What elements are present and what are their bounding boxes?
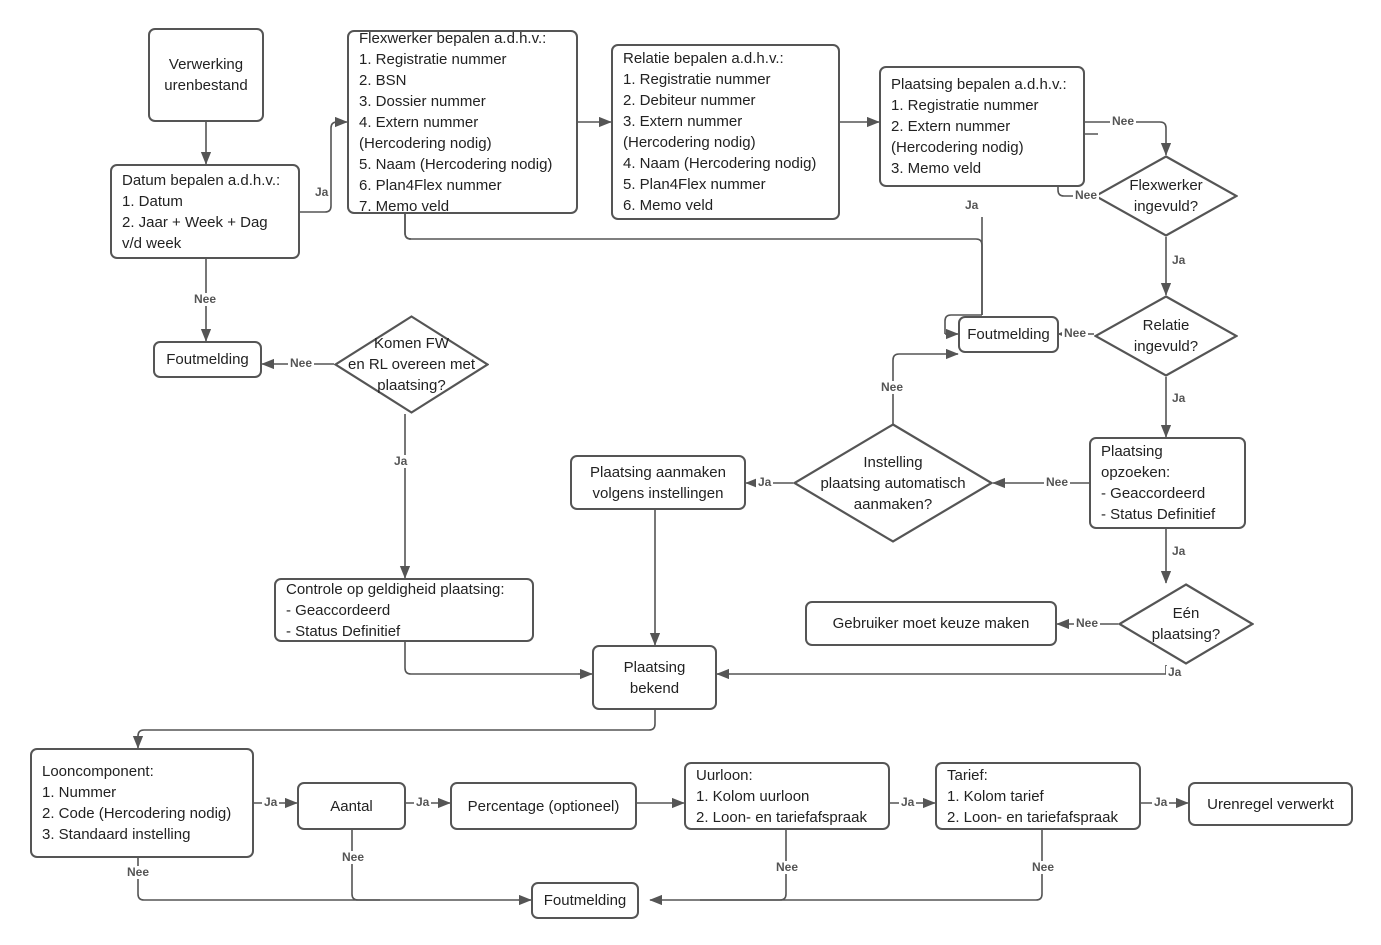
node-label: Aantal — [330, 797, 373, 815]
node-label: Foutmelding — [166, 351, 249, 368]
edge-label-relatie-ja: Ja — [1170, 391, 1188, 405]
edge-label-aantal-nee: Nee — [340, 850, 367, 864]
edge-aantal-nee — [351, 830, 380, 901]
edge-label-flexwerker-ja: Ja — [1170, 253, 1188, 267]
edge-label-aantal-ja: Ja — [414, 795, 432, 809]
edge-label-datum-nee: Nee — [192, 292, 219, 306]
edge-label-loon-ja: Ja — [262, 795, 280, 809]
node-label: Looncomponent: 1. Nummer 2. Code (Hercod… — [42, 763, 232, 843]
decision-label: Komen FW en RL overeen met plaatsing? — [347, 335, 476, 394]
edge-label-tarief-nee: Nee — [1030, 860, 1057, 874]
node-foutmelding-links[interactable]: Foutmelding — [153, 341, 262, 378]
node-controle-geldigheid[interactable]: Controle op geldigheid plaatsing: - Geac… — [274, 578, 534, 642]
edge-join-helper — [944, 314, 982, 334]
edge-label-flexwerker-nee: Nee — [1073, 188, 1100, 202]
edge-label-komen-nee: Nee — [288, 356, 315, 370]
edge-label-uurloon-ja: Ja — [899, 795, 917, 809]
node-label: Percentage (optioneel) — [467, 797, 620, 815]
node-flexwerker-bepalen[interactable]: Flexwerker bepalen a.d.h.v.: 1. Registra… — [347, 29, 578, 215]
edge-label-plaatsing-bepalen-ja: Ja — [963, 198, 981, 212]
edge-label-datum-ja: Ja — [313, 185, 331, 199]
edge-datum-ja-to-flexwerker — [300, 116, 348, 213]
node-label: Tarief: 1. Kolom tarief 2. Loon- en tari… — [947, 766, 1118, 826]
node-label: Foutmelding — [967, 326, 1050, 343]
decision-label: Flexwerker ingevuld? — [1129, 177, 1203, 215]
decision-label: Eén plaatsing? — [1151, 605, 1221, 643]
edge-label-uurloon-nee: Nee — [774, 860, 801, 874]
diamond-shape — [1094, 295, 1238, 377]
edge-label-opzoeken-ja: Ja — [1170, 544, 1188, 558]
edge-label-loon-nee: Nee — [125, 865, 152, 879]
node-urenregel-verwerkt[interactable]: Urenregel verwerkt — [1188, 782, 1353, 826]
edge-label-tarief-ja: Ja — [1152, 795, 1170, 809]
node-plaatsing-aanmaken[interactable]: Plaatsing aanmaken volgens instellingen — [570, 455, 746, 510]
diamond-shape — [793, 423, 993, 543]
decision-label: Relatie ingevuld? — [1133, 317, 1199, 355]
edge-tarief-nee — [700, 830, 1043, 901]
edge-label-instelling-nee: Nee — [879, 380, 906, 394]
edge-label-relatie-nee: Nee — [1062, 326, 1089, 340]
edge-bekend-to-looncomponent — [132, 710, 656, 749]
node-looncomponent[interactable]: Looncomponent: 1. Nummer 2. Code (Hercod… — [30, 748, 254, 858]
node-plaatsing-bekend[interactable]: Plaatsing bekend — [592, 645, 717, 710]
node-foutmelding-onder[interactable]: Foutmelding — [531, 882, 639, 919]
edge-looncomponent-nee — [137, 858, 518, 901]
node-label: Uurloon: 1. Kolom uurloon 2. Loon- en ta… — [696, 766, 867, 826]
node-label: Urenregel verwerkt — [1207, 795, 1334, 813]
edge-een-ja-left — [730, 665, 1167, 675]
edge-controle-down — [404, 642, 578, 675]
node-tarief[interactable]: Tarief: 1. Kolom tarief 2. Loon- en tari… — [935, 762, 1141, 830]
decision-relatie-ingevuld[interactable]: Relatie ingevuld? — [1094, 295, 1238, 377]
decision-instelling-auto[interactable]: Instelling plaatsing automatisch aanmake… — [793, 423, 993, 543]
decision-een-plaatsing[interactable]: Eén plaatsing? — [1118, 583, 1254, 665]
decision-label: Instelling plaatsing automatisch aanmake… — [820, 453, 966, 513]
node-datum-bepalen[interactable]: Datum bepalen a.d.h.v.: 1. Datum 2. Jaar… — [110, 164, 300, 259]
edge-label-plaatsing-bepalen-nee: Nee — [1110, 114, 1137, 128]
node-uurloon[interactable]: Uurloon: 1. Kolom uurloon 2. Loon- en ta… — [684, 762, 890, 830]
node-plaatsing-opzoeken[interactable]: Plaatsing opzoeken: - Geaccordeerd - Sta… — [1089, 437, 1246, 529]
node-label: Controle op geldigheid plaatsing: - Geac… — [286, 580, 505, 640]
edge-plaatsing-bepalen-nee-to-flexwerker-d — [1085, 121, 1172, 156]
edge-label-een-nee: Nee — [1074, 616, 1101, 630]
node-label: Flexwerker bepalen a.d.h.v.: 1. Registra… — [359, 29, 553, 215]
node-label: Verwerking urenbestand — [164, 56, 248, 94]
edge-flexwerker-box-down — [404, 214, 983, 315]
diamond-shape — [1118, 583, 1254, 665]
edge-label-een-ja: Ja — [1166, 665, 1184, 679]
node-percentage[interactable]: Percentage (optioneel) — [450, 782, 637, 830]
decision-komen-fw-rl[interactable]: Komen FW en RL overeen met plaatsing? — [334, 315, 489, 414]
node-relatie-bepalen[interactable]: Relatie bepalen a.d.h.v.: 1. Registratie… — [611, 44, 840, 220]
edge-label-komen-ja: Ja — [392, 454, 410, 468]
node-plaatsing-bepalen[interactable]: Plaatsing bepalen a.d.h.v.: 1. Registrat… — [879, 66, 1085, 187]
node-foutmelding-rechts[interactable]: Foutmelding — [958, 316, 1059, 353]
node-label: Plaatsing bekend — [623, 658, 686, 697]
node-label: Relatie bepalen a.d.h.v.: 1. Registratie… — [623, 50, 817, 214]
edge-label-opzoeken-nee: Nee — [1044, 475, 1071, 489]
node-aantal[interactable]: Aantal — [297, 782, 406, 830]
node-label: Foutmelding — [543, 892, 627, 909]
diamond-shape — [1094, 155, 1238, 237]
node-label: Gebruiker moet keuze maken — [832, 615, 1030, 632]
node-label: Datum bepalen a.d.h.v.: 1. Datum 2. Jaar… — [122, 171, 281, 252]
decision-flexwerker-ingevuld[interactable]: Flexwerker ingevuld? — [1094, 155, 1238, 237]
edge-instelling-nee-up — [892, 353, 946, 443]
node-label: Plaatsing opzoeken: - Geaccordeerd - Sta… — [1101, 443, 1216, 523]
node-gebruiker-keuze[interactable]: Gebruiker moet keuze maken — [805, 601, 1057, 646]
diamond-shape — [334, 315, 489, 414]
edge-label-instelling-ja: Ja — [756, 475, 774, 489]
node-verwerking-urenbestand[interactable]: Verwerking urenbestand — [148, 28, 264, 122]
edge-helper-a — [404, 214, 412, 240]
node-label: Plaatsing aanmaken volgens instellingen — [590, 463, 726, 502]
node-label: Plaatsing bepalen a.d.h.v.: 1. Registrat… — [891, 76, 1067, 177]
